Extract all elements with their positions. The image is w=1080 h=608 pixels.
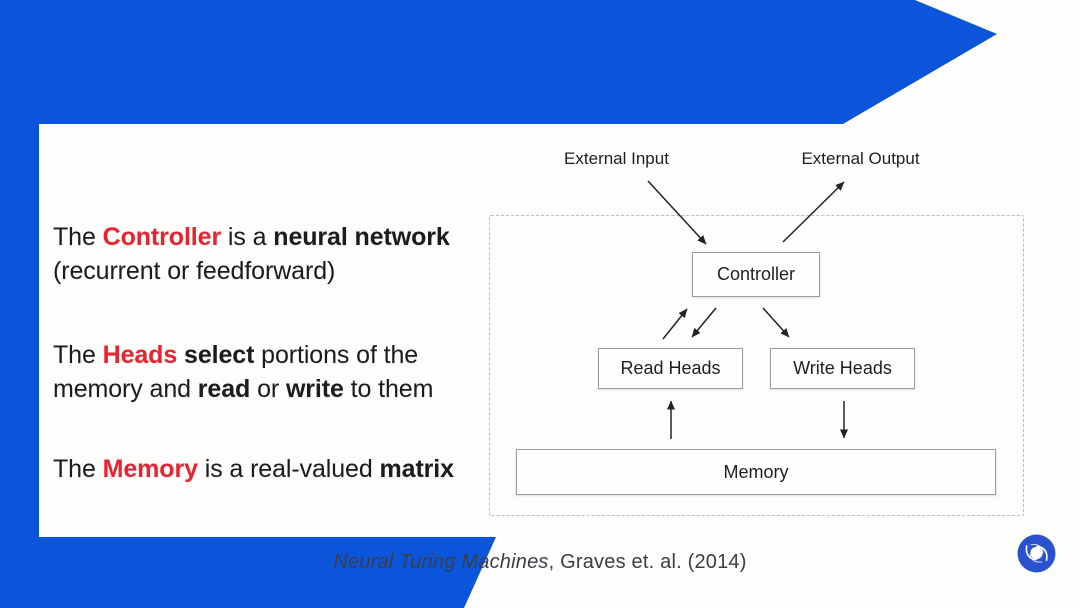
bullet-keyword-controller: Controller: [102, 223, 222, 251]
blue-banner-polygon: [0, 0, 997, 608]
arrow-read-heads-to-controller: [662, 308, 688, 340]
arrow-external-input-to-controller: [647, 180, 707, 245]
memory-box: Memory: [516, 449, 996, 495]
bullet-text: The: [53, 455, 103, 483]
bullet-bold-text: write: [285, 375, 344, 403]
bullet-bold-text: read: [197, 375, 251, 403]
write-heads-box: Write Heads: [770, 348, 915, 389]
bullet-text: to them: [343, 375, 434, 403]
bullet-text: or: [250, 375, 286, 403]
bullet-text: memory and: [53, 375, 198, 403]
arrow-controller-to-external-output: [782, 181, 845, 243]
citation-authors: , Graves et. al. (2014): [548, 551, 747, 573]
bullet-text: (recurrent or feedforward): [53, 257, 336, 285]
bullet-controller: The Controller is a neural network (recu…: [53, 220, 498, 288]
arrow-controller-to-write-heads: [762, 307, 790, 338]
bullet-bold-text: matrix: [379, 455, 455, 483]
arrow-controller-to-read-heads: [691, 307, 717, 338]
bullet-memory: The Memory is a real-valued matrix: [53, 452, 498, 486]
bullet-text: is a real-valued: [197, 455, 380, 483]
bullet-bold-text: neural network: [273, 223, 450, 251]
bullet-text: is a: [221, 223, 274, 251]
controller-box: Controller: [692, 252, 820, 297]
bullet-heads: The Heads select portions of the memory …: [53, 338, 498, 406]
external-input-label: External Input: [564, 149, 669, 168]
bullet-text: The: [53, 341, 103, 369]
bullet-bold-text: select: [177, 341, 255, 369]
read-heads-box: Read Heads: [598, 348, 743, 389]
bullet-keyword-heads: Heads: [102, 341, 178, 369]
bullet-text: The: [53, 223, 103, 251]
bullet-text: portions of the: [254, 341, 419, 369]
bullet-keyword-memory: Memory: [102, 455, 198, 483]
external-output-label: External Output: [801, 149, 920, 168]
swirl-icon: [1017, 534, 1056, 573]
citation-caption: Neural Turing Machines, Graves et. al. (…: [0, 551, 1080, 574]
ntm-diagram-frame: [489, 215, 1024, 516]
citation-title: Neural Turing Machines: [333, 551, 549, 573]
